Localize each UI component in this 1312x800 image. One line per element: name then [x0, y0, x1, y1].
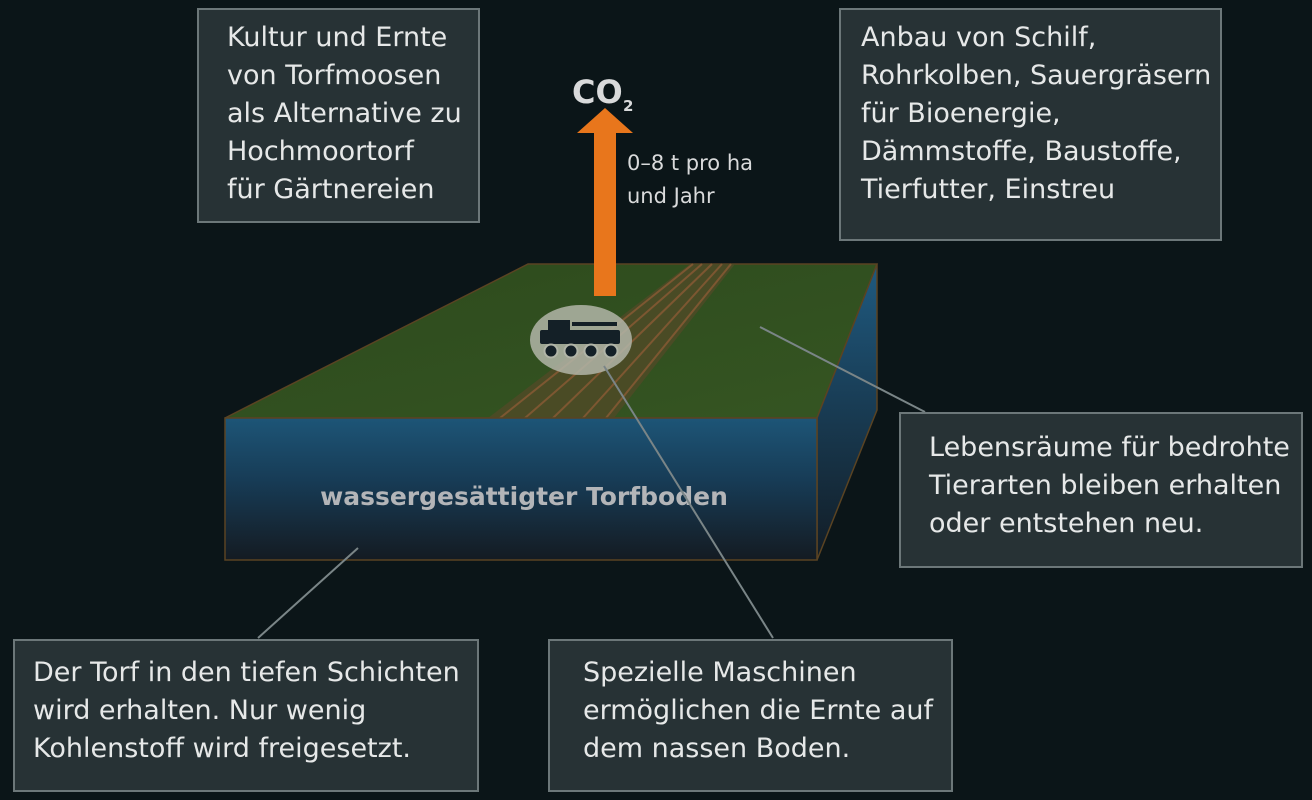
machines-info-box: Spezielle Maschinen ermöglichen die Ernt…: [548, 639, 953, 792]
info-line: dem nassen Boden.: [583, 733, 851, 764]
emission-rate-line1: 0–8 t pro ha: [627, 151, 753, 175]
info-line: von Torfmoosen: [227, 60, 442, 91]
emission-rate-line2: und Jahr: [627, 184, 715, 208]
info-line: Lebensräume für bedrohte: [929, 432, 1290, 463]
co2-subscript: 2: [623, 97, 633, 115]
soil-front: [224, 417, 818, 561]
info-line: Tierarten bleiben erhalten: [929, 470, 1282, 501]
info-line: Rohrkolben, Sauergräsern: [861, 60, 1212, 91]
bioenergy-info-box: Anbau von Schilf, Rohrkolben, Sauergräse…: [839, 8, 1222, 241]
info-line: Spezielle Maschinen: [583, 657, 857, 688]
info-line: Tierfutter, Einstreu: [861, 174, 1116, 205]
peat-moss-info-box: Kultur und Ernte von Torfmoosen als Alte…: [197, 8, 480, 223]
co2-arrow-shaft: [594, 133, 616, 296]
info-line: Kohlenstoff wird freigesetzt.: [33, 733, 411, 764]
info-line: für Gärtnereien: [227, 174, 435, 205]
info-line: für Bioenergie,: [861, 98, 1061, 129]
habitat-info-box: Lebensräume für bedrohte Tierarten bleib…: [899, 412, 1303, 568]
info-line: als Alternative zu: [227, 98, 462, 129]
info-line: ermöglichen die Ernte auf: [583, 695, 934, 726]
leader-line-machines: [603, 365, 774, 639]
co2-arrow-head: [577, 108, 633, 133]
info-line: wird erhalten. Nur wenig: [33, 695, 367, 726]
info-line: Kultur und Ernte: [227, 22, 448, 53]
leader-line-habitat: [759, 326, 926, 413]
info-line: Anbau von Schilf,: [861, 22, 1097, 53]
info-line: Dämmstoffe, Baustoffe,: [861, 136, 1182, 167]
info-line: Hochmoortorf: [227, 136, 414, 167]
leader-line-peat: [257, 547, 359, 639]
peat-preservation-info-box: Der Torf in den tiefen Schichten wird er…: [13, 639, 479, 792]
harvester-icon: [530, 305, 632, 375]
co2-label: CO: [572, 73, 623, 111]
info-line: Der Torf in den tiefen Schichten: [33, 657, 460, 688]
info-line: oder entstehen neu.: [929, 508, 1204, 539]
soil-label: wassergesättigter Torfboden: [320, 482, 728, 511]
